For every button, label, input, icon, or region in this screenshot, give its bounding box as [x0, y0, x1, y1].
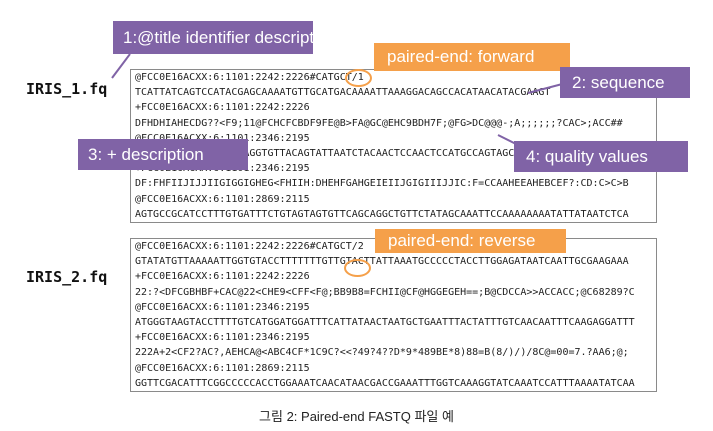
figure-caption: 그림 2: Paired-end FASTQ 파일 예	[259, 409, 454, 424]
callout-quality-values: 4: quality values	[514, 141, 688, 172]
fastq-line: +FCC0E16ACXX:6:1101:2242:2226	[135, 102, 310, 114]
forward-suffix-highlight	[345, 69, 372, 87]
fastq-line: DF:FHFIIJIJJIIGIGGIGHEG<FHIIH:DHEHFGAHGE…	[135, 178, 629, 190]
file1-name: IRIS_1.fq	[26, 80, 108, 98]
fastq-line: DFHDHIAHECDG??<F9;11@FCHCFCBDF9FE@B>FA@G…	[135, 117, 623, 129]
callout-paired-reverse: paired-end: reverse	[375, 229, 566, 253]
fastq-line: AGTGCCGCATCCTTTGTGATTTCTGTAGTAGTGTTCAGCA…	[135, 208, 629, 220]
callout-title-identifier: 1:@title identifier description	[113, 21, 337, 54]
file2-name: IRIS_2.fq	[26, 268, 108, 286]
fastq-line: GTATATGTTAAAAATTGGTGTACCTTTTTTTGTTGTACTT…	[135, 256, 629, 268]
fastq-line: @FCC0E16ACXX:6:1101:2242:2226#CATGCT/1	[135, 72, 364, 83]
fastq-line: @FCC0E16ACXX:6:1101:2346:2195	[135, 131, 656, 146]
callout-sequence: 2: sequence	[560, 67, 690, 98]
fastq-line: @FCC0E16ACXX:6:1101:2346:2195	[135, 301, 310, 313]
fastq-line: TCATTATCAGTCCATACGAGCAAAATGTTGCATGACAAAA…	[135, 87, 551, 99]
callout-paired-forward: paired-end: forward	[374, 43, 570, 71]
pointer-title	[111, 53, 131, 79]
fastq-line: ATGGGTAAGTACCTTTTGTCATGGATGGATTTCATTATAA…	[135, 316, 635, 328]
fastq-line: @FCC0E16ACXX:6:1101:2869:2115	[135, 362, 310, 374]
fastq-line: GCTTTCAGCAATATAACAAGGTGTTACAGTATTAATCTAC…	[135, 147, 527, 159]
fastq-line: +FCC0E16ACXX:6:1101:2242:2226	[135, 271, 310, 283]
reverse-suffix-highlight	[344, 259, 371, 277]
fastq-line: 222A+2<CF2?AC?,AEHCA@<ABC4CF*1C9C?<<?49?…	[135, 347, 629, 359]
fastq-line: GGTTCGACATTTCGGCCCCCACCTGGAAATCAACATAACG…	[135, 377, 635, 389]
fastq-line: 22:?<DFCGBHBF+CAC@22<CHE9<CFF<F@;BB9B8=F…	[135, 286, 635, 298]
fastq-line: @FCC0E16ACXX:6:1101:2242:2226#CATGCT/2	[135, 241, 364, 252]
fastq-line: +FCC0E16ACXX:6:1101:2346:2195	[135, 332, 310, 344]
callout-plus-description: 3: + description	[78, 139, 248, 170]
fastq-line: @FCC0E16ACXX:6:1101:2869:2115	[135, 193, 310, 205]
